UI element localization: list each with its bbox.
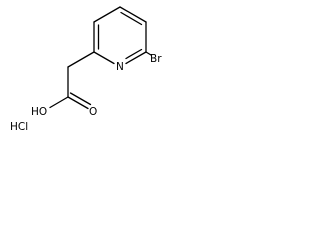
acetic-acid-chain (49, 51, 95, 110)
ring-bond-c6-n (125, 51, 147, 65)
carbonyl-oxygen-label: O (89, 106, 97, 118)
ring-double-bond-c6-n-inner (125, 48, 143, 60)
bond-c-o-double-second (69, 92, 92, 106)
bond-c-oh (49, 96, 69, 109)
bond-c-o-double (67, 96, 89, 110)
hydroxyl-group-label: HO (31, 106, 47, 118)
hydrochloride-counterion-label: HCl (10, 121, 28, 132)
ring-double-bond-c4-c5-inner (120, 11, 143, 26)
pyridine-ring (93, 6, 147, 65)
nitrogen-atom-label: N (116, 61, 124, 73)
chemical-structure-diagram: N Br O HO HCl (10, 6, 162, 132)
ring-bond-c4-c5 (119, 6, 147, 23)
ring-bond-c3-c4 (93, 6, 121, 23)
bond-c2-ch2 (67, 51, 95, 68)
bromine-atom-label: Br (150, 53, 162, 65)
ring-bond-n-c2 (93, 51, 115, 65)
bond-c6-br (145, 51, 152, 56)
